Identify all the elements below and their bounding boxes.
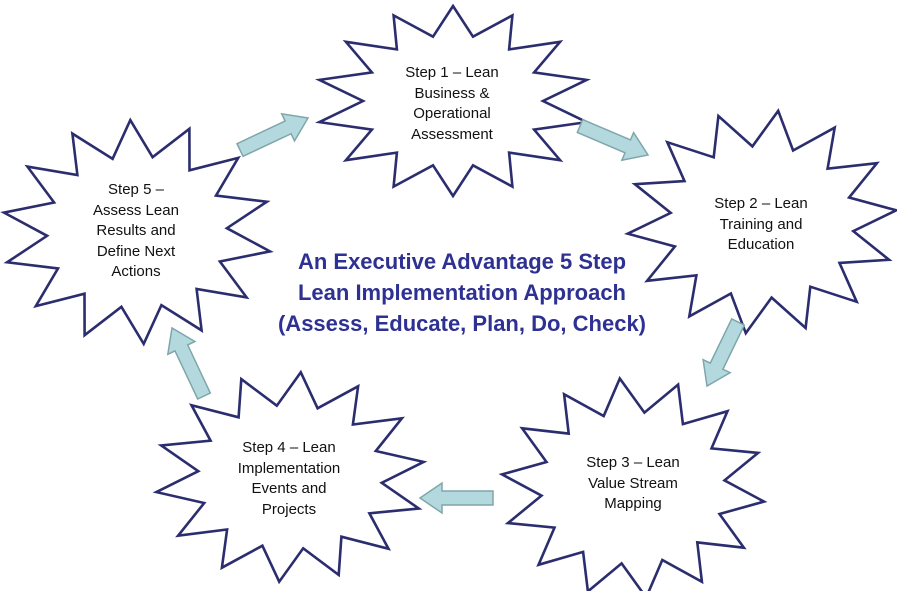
arrow-step2-to-step3 bbox=[702, 317, 746, 388]
arrow-step4-to-step5 bbox=[166, 326, 212, 401]
step-1-burst bbox=[315, 3, 591, 199]
step-4-label: Step 4 – Lean Implementation Events and … bbox=[237, 439, 341, 518]
step-3-burst bbox=[498, 375, 768, 591]
step-2-label: Step 2 – Lean Training and Education bbox=[714, 195, 808, 253]
arrow-step3-to-step4 bbox=[418, 481, 494, 515]
step-1-label: Step 1 – Lean Business & Operational Ass… bbox=[405, 64, 499, 143]
step-3-label: Step 3 – Lean Value Stream Mapping bbox=[586, 454, 680, 512]
diagram-title: An Executive Advantage 5 Step Lean Imple… bbox=[277, 249, 647, 336]
arrow-step5-to-step1 bbox=[235, 112, 310, 158]
step-2-burst bbox=[624, 108, 897, 336]
arrow-step1-to-step2 bbox=[576, 118, 650, 162]
step-5-burst bbox=[0, 117, 274, 347]
step-4-burst bbox=[152, 369, 428, 585]
step-5-label: Step 5 – Assess Lean Results and Define … bbox=[93, 181, 179, 280]
